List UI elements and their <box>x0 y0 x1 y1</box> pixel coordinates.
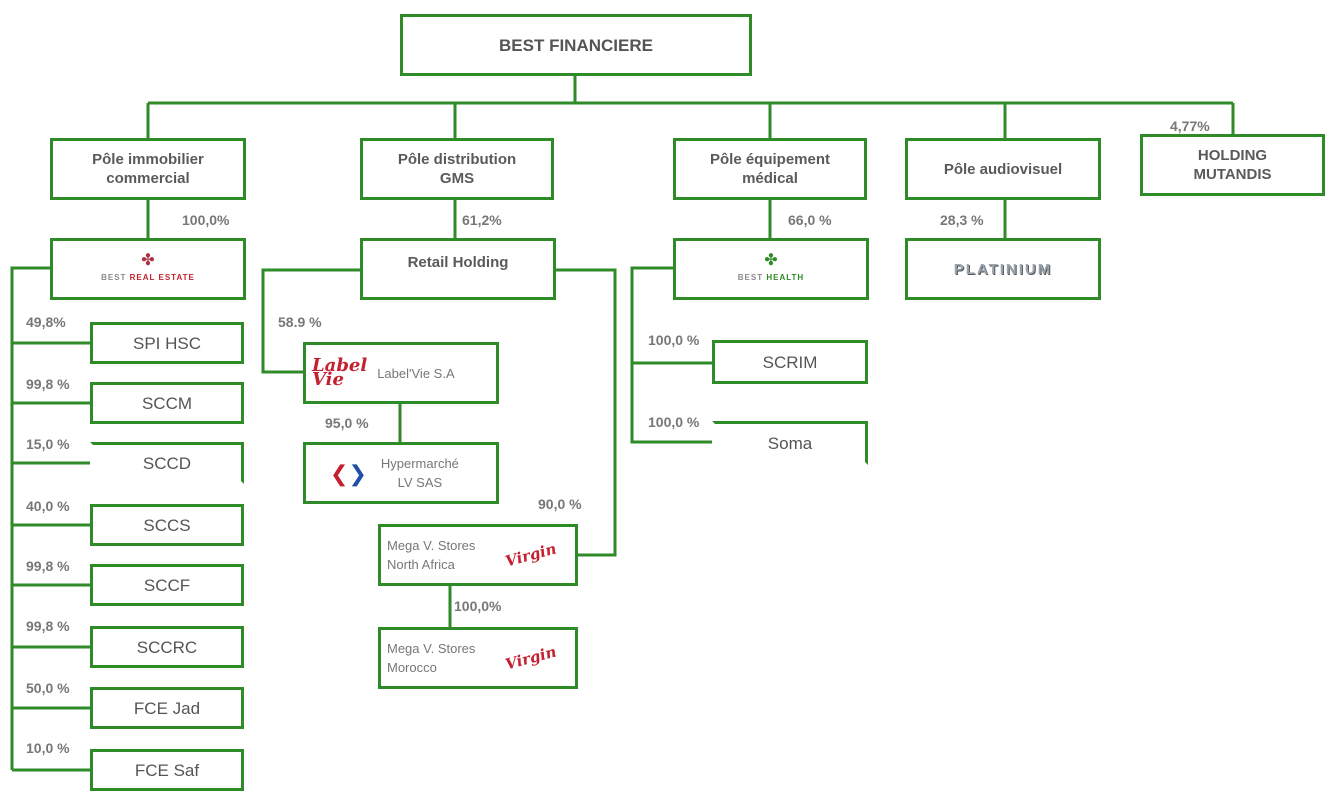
retail-holding: Retail Holding <box>360 238 556 300</box>
sub-sccm: SCCM <box>90 382 244 424</box>
logo-prefix-real-estate: BEST <box>101 272 130 282</box>
pole-distribution-label: Pôle distribution GMS <box>397 151 517 187</box>
sub-scrim: SCRIM <box>712 340 868 384</box>
hyper-label: Hypermarché LV SAS <box>380 456 459 490</box>
sub-pct: 15,0 % <box>26 436 70 452</box>
logo-prefix-health: BEST <box>737 272 767 282</box>
labelvie-logo: Label Vie <box>312 355 368 390</box>
sub-soma: Soma <box>712 421 868 465</box>
holding-mutandis-label: HOLDING MUTANDIS <box>1193 147 1272 183</box>
sub-label: SCCRC <box>136 637 198 657</box>
sub-pct: 99,8 % <box>26 558 70 574</box>
hyper-box: ❮❯ Hypermarché LV SAS <box>303 442 499 504</box>
mega-ma-box: Mega V. Stores Morocco Virgin <box>378 627 578 689</box>
sub-label: FCE Jad <box>133 698 201 718</box>
virgin-logo: Virgin <box>503 642 559 673</box>
sub-label: SCCD <box>142 453 192 473</box>
retail-holding-label: Retail Holding <box>407 254 509 271</box>
pole-medical: Pôle équipement médical <box>673 138 867 200</box>
best-real-estate-box: ✤ BEST REAL ESTATE <box>50 238 246 300</box>
labelvie-box: Label Vie Label'Vie S.A <box>303 342 499 404</box>
sub-fce-saf: FCE Saf <box>90 749 244 791</box>
virgin-logo: Virgin <box>503 539 559 570</box>
sub-sccrc: SCCRC <box>90 626 244 668</box>
sub-label: FCE Saf <box>134 760 200 780</box>
hyper-pct: 95,0 % <box>325 415 369 431</box>
sub-pct: 40,0 % <box>26 498 70 514</box>
sub-label: Soma <box>767 433 813 453</box>
real-estate-pct: 100,0% <box>182 212 230 228</box>
best-leaf-icon: ✤ <box>764 249 778 269</box>
sub-pct: 10,0 % <box>26 740 70 756</box>
sub-label: SCCF <box>143 575 191 595</box>
best-health-logo: ✤ BEST HEALTH <box>737 249 805 287</box>
holding-mutandis: HOLDING MUTANDIS <box>1140 134 1325 196</box>
carrefour-logo-icon: ❮❯ <box>330 460 367 486</box>
sub-pct: 50,0 % <box>26 680 70 696</box>
holding-mutandis-pct: 4,77% <box>1170 118 1210 134</box>
sub-spi-hsc: SPI HSC <box>90 322 244 364</box>
medical-pct: 66,0 % <box>788 212 832 228</box>
sub-fce-jad: FCE Jad <box>90 687 244 729</box>
soma-pct: 100,0 % <box>648 414 700 430</box>
root-best-financiere: BEST FINANCIERE <box>400 14 752 76</box>
sub-pct: 99,8 % <box>26 618 70 634</box>
sub-label: SCRIM <box>762 352 818 372</box>
sub-sccd: SCCD <box>90 442 244 484</box>
sub-label: SCCS <box>143 515 191 535</box>
logo-suffix-health: HEALTH <box>766 272 805 282</box>
mega-ma-label: Mega V. Stores Morocco <box>387 641 476 675</box>
sub-label: SCCM <box>141 393 193 413</box>
sub-pct: 99,8 % <box>26 376 70 392</box>
sub-label: SPI HSC <box>132 333 202 353</box>
sub-pct: 49,8% <box>26 314 66 330</box>
pole-audiovisuel: Pôle audiovisuel <box>905 138 1101 200</box>
audiovisuel-pct: 28,3 % <box>940 212 984 228</box>
root-label: BEST FINANCIERE <box>499 35 653 55</box>
mega-na-pct: 90,0 % <box>538 496 582 512</box>
distribution-pct: 61,2% <box>462 212 502 228</box>
mega-na-label: Mega V. Stores North Africa <box>387 538 476 572</box>
best-real-estate-logo: ✤ BEST REAL ESTATE <box>101 249 195 287</box>
platinium-logo: PLATINIUM <box>953 260 1053 278</box>
pole-medical-label: Pôle équipement médical <box>709 151 831 187</box>
best-health-box: ✤ BEST HEALTH <box>673 238 869 300</box>
scrim-pct: 100,0 % <box>648 332 700 348</box>
mega-ma-pct: 100,0% <box>454 598 502 614</box>
pole-immobilier-label: Pôle immobilier commercial <box>92 151 204 187</box>
sub-sccs: SCCS <box>90 504 244 546</box>
pole-audiovisuel-label: Pôle audiovisuel <box>943 160 1063 178</box>
best-leaf-icon: ✤ <box>141 249 155 269</box>
pole-immobilier: Pôle immobilier commercial <box>50 138 246 200</box>
platinium-box: PLATINIUM <box>905 238 1101 300</box>
labelvie-pct: 58.9 % <box>278 314 322 330</box>
pole-distribution: Pôle distribution GMS <box>360 138 554 200</box>
logo-suffix-real-estate: REAL ESTATE <box>129 272 195 282</box>
mega-na-box: Mega V. Stores North Africa Virgin <box>378 524 578 586</box>
sub-sccf: SCCF <box>90 564 244 606</box>
labelvie-label: Label'Vie S.A <box>377 365 455 381</box>
